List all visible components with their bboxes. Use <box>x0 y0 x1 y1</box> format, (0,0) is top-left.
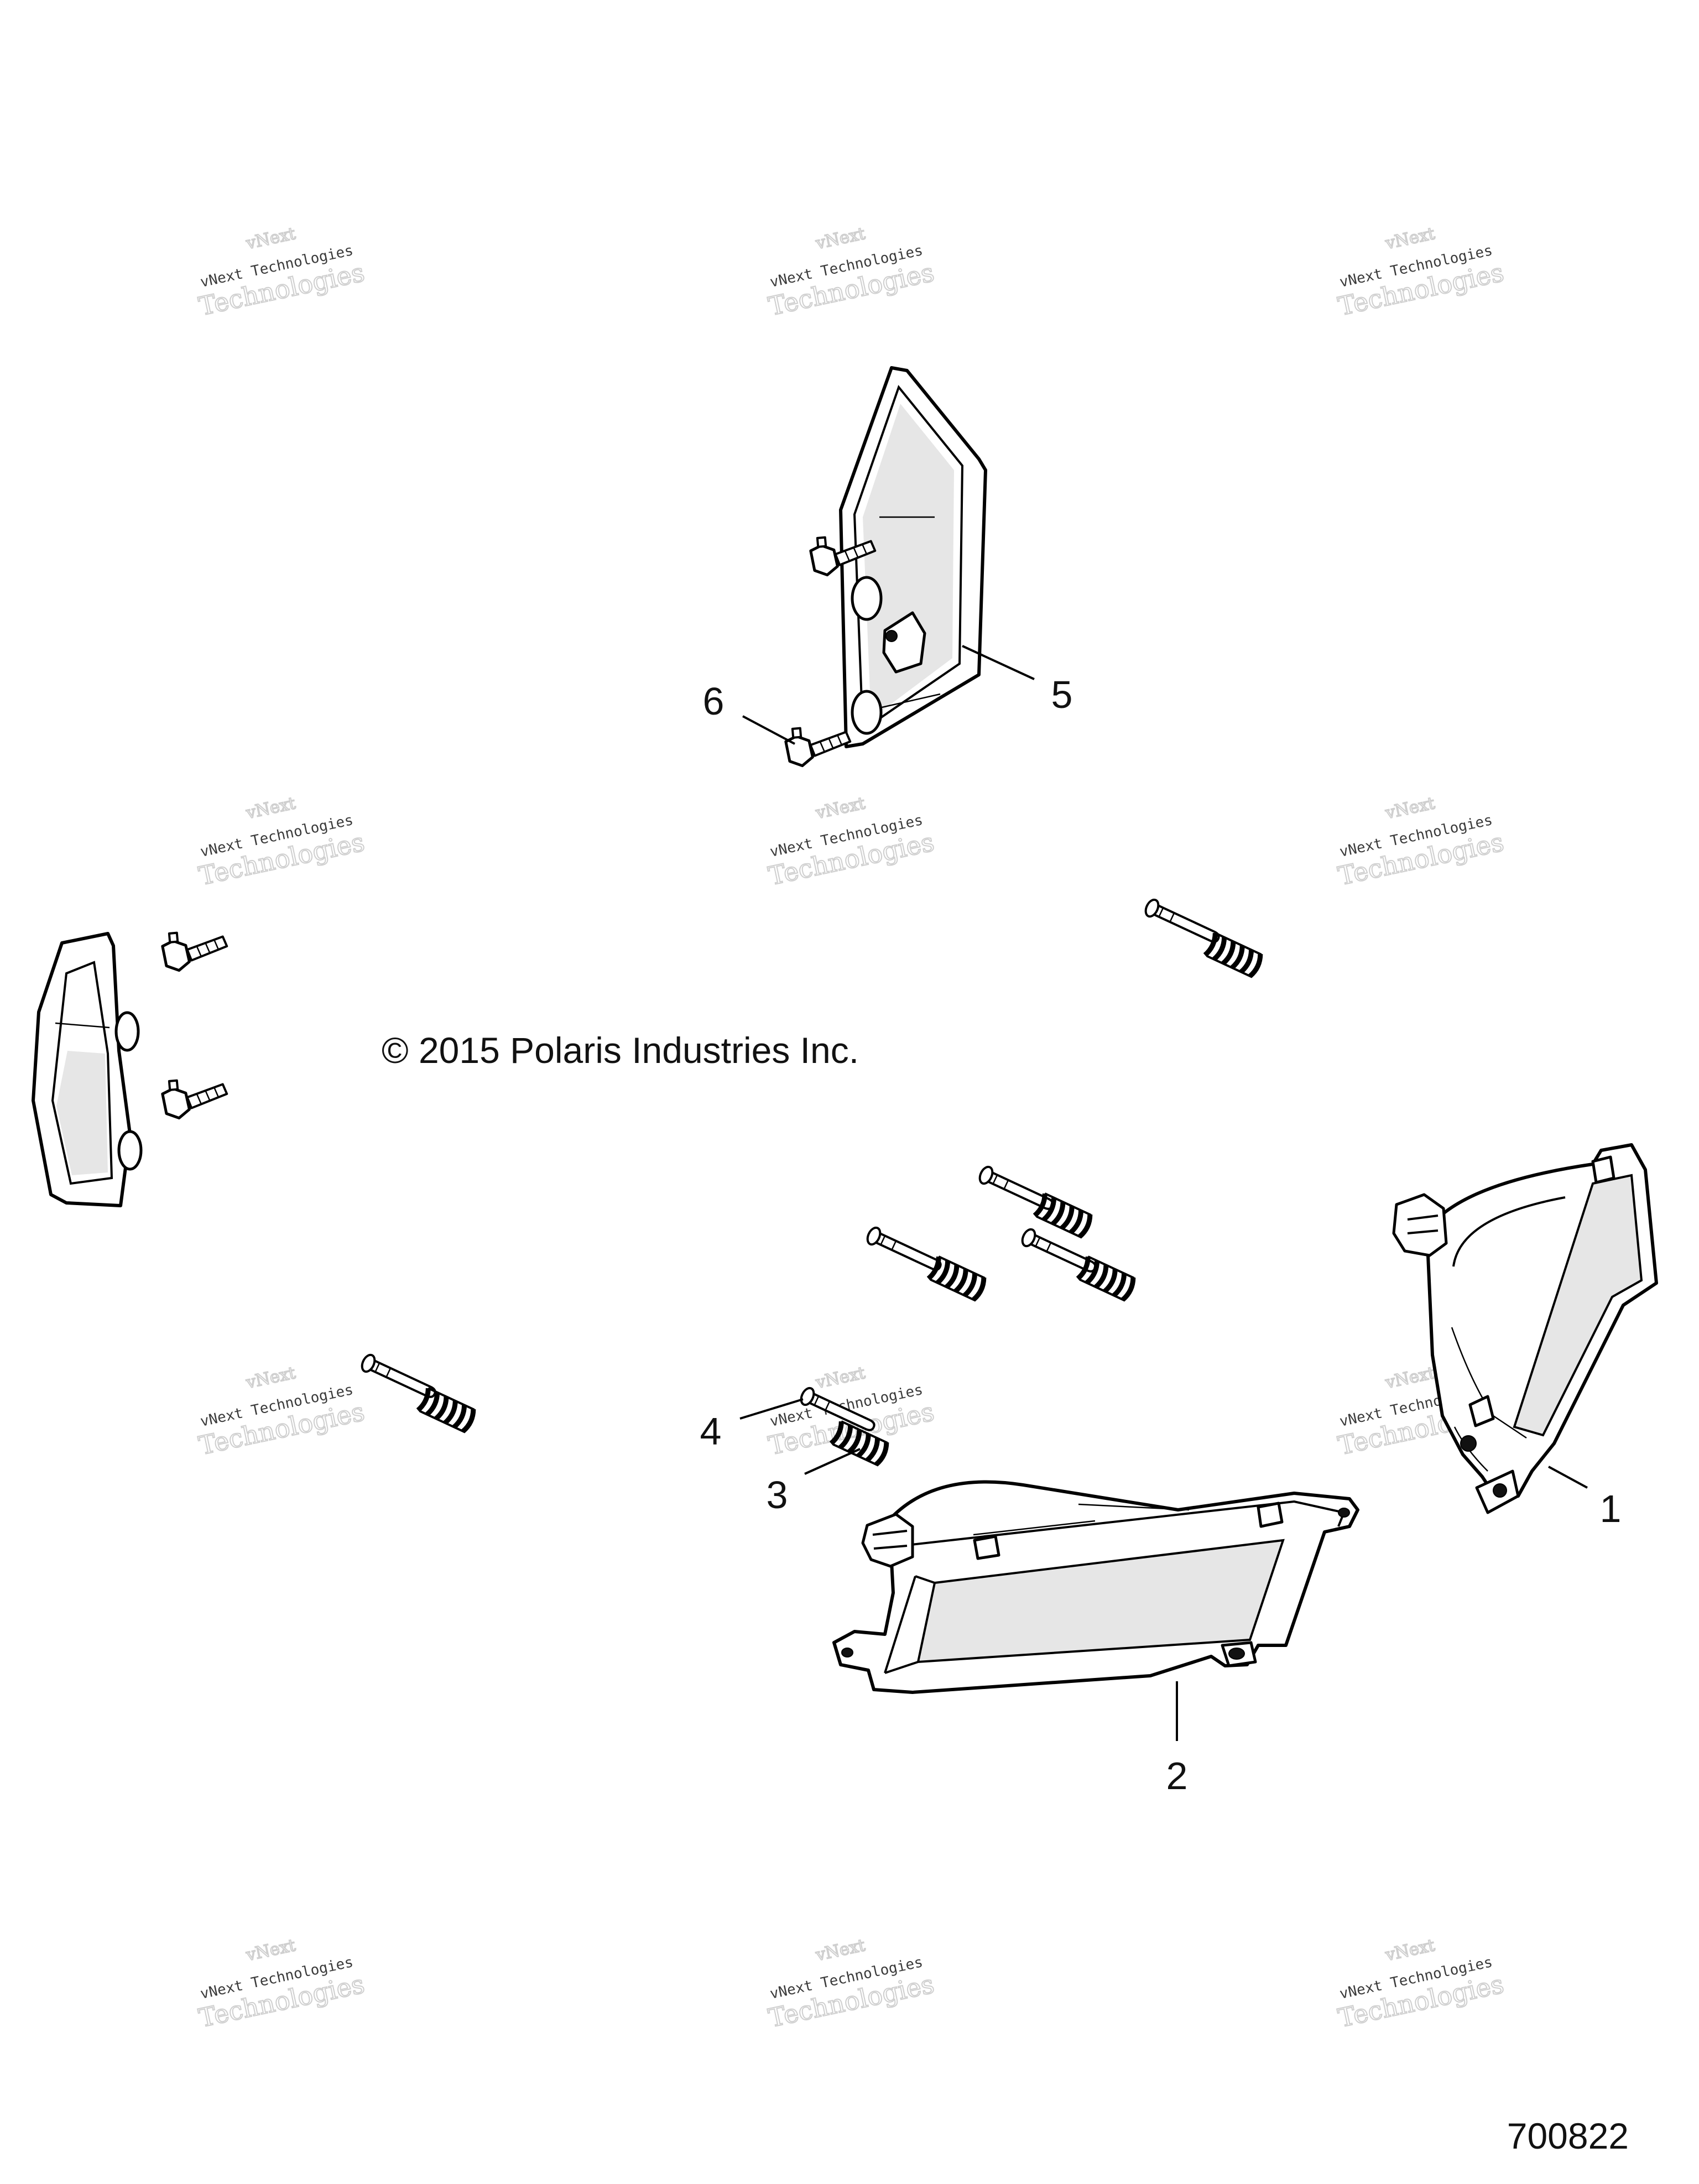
watermark-line1: vNext <box>244 794 297 823</box>
callout-6-leader <box>742 715 795 745</box>
callout-4: 4 <box>700 1410 722 1453</box>
callout-3: 3 <box>767 1473 788 1516</box>
callout-5-leader <box>962 645 1035 680</box>
adjuster-set-center-1 <box>976 1164 1092 1238</box>
watermark-line1: vNext <box>814 1363 867 1393</box>
watermark-line1: vNext <box>1383 1363 1436 1393</box>
watermark: vNext vNext Technologies Technologies <box>196 793 368 892</box>
watermark: vNext vNext Technologies Technologies <box>196 1935 368 2034</box>
bolt-part-6 <box>785 724 852 767</box>
watermark: vNext vNext Technologies Technologies <box>765 793 937 892</box>
callout-6: 6 <box>703 680 725 723</box>
watermark: vNext vNext Technologies Technologies <box>765 223 937 322</box>
headlamp-part-1 <box>1392 1143 1658 1514</box>
watermark: vNext vNext Technologies Technologies <box>765 1935 937 2034</box>
callout-5: 5 <box>1051 673 1073 716</box>
watermark: vNext vNext Technologies Technologies <box>196 1363 368 1461</box>
watermark: vNext vNext Technologies Technologies <box>1335 1935 1507 2034</box>
watermark-line1: vNext <box>244 224 297 253</box>
watermark-line1: vNext <box>244 1363 297 1393</box>
watermark-line1: vNext <box>814 1936 867 1965</box>
adjuster-set-center-2 <box>864 1224 986 1301</box>
callout-2: 2 <box>1166 1754 1188 1797</box>
adjuster-set-center-3 <box>1019 1226 1135 1301</box>
watermark-grid: vNext vNext Technologies Technologies vN… <box>196 223 1507 2034</box>
adjuster-set-upper-right <box>1142 896 1263 977</box>
watermark-line1: vNext <box>1383 794 1436 823</box>
bolt <box>161 1076 228 1119</box>
watermark-line1: vNext <box>814 794 867 823</box>
callout-4-leader <box>739 1398 804 1420</box>
callout-3-leader <box>804 1448 861 1475</box>
watermark-line1: vNext <box>1383 224 1436 253</box>
watermark-line1: vNext <box>1383 1936 1436 1965</box>
callout-1: 1 <box>1600 1487 1622 1530</box>
copyright: © 2015 Polaris Industries Inc. <box>382 1030 859 1071</box>
mounting-bracket-part-5 <box>839 366 987 748</box>
watermark: vNext vNext Technologies Technologies <box>1335 793 1507 892</box>
adjuster-set-left <box>358 1352 476 1432</box>
headlamp-part-2 <box>832 1480 1359 1694</box>
watermark: vNext vNext Technologies Technologies <box>196 223 368 322</box>
callout-1-leader <box>1548 1466 1588 1489</box>
figure-number: 700822 <box>1507 2115 1629 2156</box>
bolt <box>161 929 228 972</box>
left-bracket <box>32 932 143 1207</box>
watermark: vNext vNext Technologies Technologies <box>1335 223 1507 322</box>
watermark-line1: vNext <box>244 1936 297 1965</box>
watermark-line1: vNext <box>814 224 867 253</box>
